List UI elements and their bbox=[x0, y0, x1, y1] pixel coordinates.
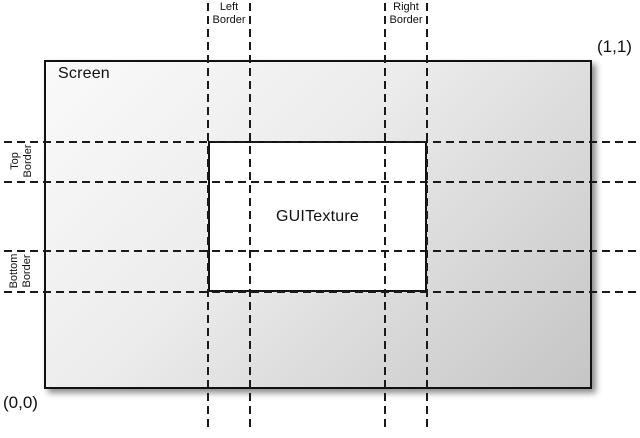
guide-line-guitexture-bottom-edge bbox=[4, 291, 637, 293]
left-border-label-line2: Border bbox=[212, 14, 246, 26]
left-border-label: Left Border bbox=[208, 1, 250, 27]
left-border-label-line1: Left bbox=[219, 1, 239, 13]
guide-line-top-border-inner bbox=[4, 181, 637, 183]
bottom-border-label: Bottom Border bbox=[8, 254, 34, 289]
guide-line-guitexture-right-edge bbox=[426, 3, 428, 431]
guide-line-guitexture-top-edge bbox=[4, 141, 637, 143]
bottom-border-label-line2: Border bbox=[21, 254, 33, 288]
right-border-label: Right Border bbox=[385, 1, 427, 27]
guide-line-right-border-inner bbox=[384, 3, 386, 431]
right-border-label-line1: Right bbox=[393, 1, 419, 13]
top-border-label: Top Border bbox=[9, 144, 35, 177]
right-border-label-line2: Border bbox=[389, 14, 423, 26]
coordinate-label-top-right: (1,1) bbox=[597, 37, 632, 56]
top-border-label-line1: Top bbox=[9, 152, 21, 170]
guitexture-rect: GUITexture bbox=[208, 141, 427, 292]
guide-line-left-border-inner bbox=[249, 3, 251, 431]
top-border-label-line2: Border bbox=[22, 144, 34, 178]
bottom-border-label-line1: Bottom bbox=[8, 253, 20, 289]
guide-line-guitexture-left-edge bbox=[207, 3, 209, 431]
screen-label: Screen bbox=[58, 65, 110, 82]
guitexture-label: GUITexture bbox=[276, 207, 359, 225]
guide-line-bottom-border-inner bbox=[4, 250, 637, 252]
coordinate-label-origin: (0,0) bbox=[3, 393, 38, 412]
